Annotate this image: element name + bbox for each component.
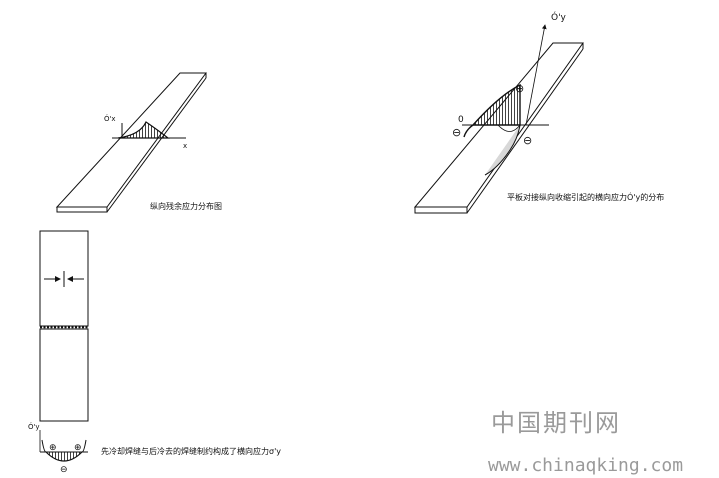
caption-weld-cooling: 先冷却焊缝与后冷去的焊缝制约构成了横向应力σ'y xyxy=(101,446,281,456)
compression-lobe-left xyxy=(463,124,474,138)
sigma-x-label: Ó'x xyxy=(104,114,116,123)
sign-minus-right: ⊖ xyxy=(523,134,532,147)
caption-transverse: 平板对接纵向收缩引起的横向应力Ó'y的分布 xyxy=(507,191,664,202)
sign-plus: ⊕ xyxy=(515,82,524,95)
sign-left-3: ⊕ xyxy=(49,443,57,453)
compression-curve-3 xyxy=(45,451,83,462)
watermark-title: 中国期刊网 xyxy=(491,409,621,437)
plate-top-face xyxy=(55,72,207,208)
diagram-transverse-stress: Ó'y 0 ⊕ ⊖ ⊖ 平板对接纵向收缩引起的横向应力Ó'y的分布 xyxy=(413,11,664,214)
plate2-thickness xyxy=(414,206,468,214)
tension-lobe xyxy=(471,83,521,126)
diagram-longitudinal-stress: Ó'x x 纵向残余应力分布图 xyxy=(55,72,222,213)
sigma-y-axis xyxy=(525,24,547,126)
plate-thickness xyxy=(56,206,108,213)
diagram-weld-cooling: Ó'y ⊕ ⊕ ⊖ 先冷却焊缝与后冷去的焊缝制约构成了横向应力σ'y xyxy=(28,230,281,475)
sign-right-3: ⊕ xyxy=(74,443,82,453)
sigma-y-label: Ó'y xyxy=(551,11,567,23)
zero-label: 0 xyxy=(458,115,464,125)
stress-curve-sigma-x xyxy=(117,121,170,139)
caption-longitudinal: 纵向残余应力分布图 xyxy=(150,201,222,211)
sigma-y-label-3: Ó'y xyxy=(28,422,40,431)
sign-bottom-3: ⊖ xyxy=(60,465,68,475)
lower-plate xyxy=(39,328,89,422)
compression-lobe-right xyxy=(484,124,521,176)
sign-minus-left: ⊖ xyxy=(452,126,461,139)
watermark-url: www.chinaqking.com xyxy=(488,455,684,476)
x-axis-label: x xyxy=(183,142,187,150)
